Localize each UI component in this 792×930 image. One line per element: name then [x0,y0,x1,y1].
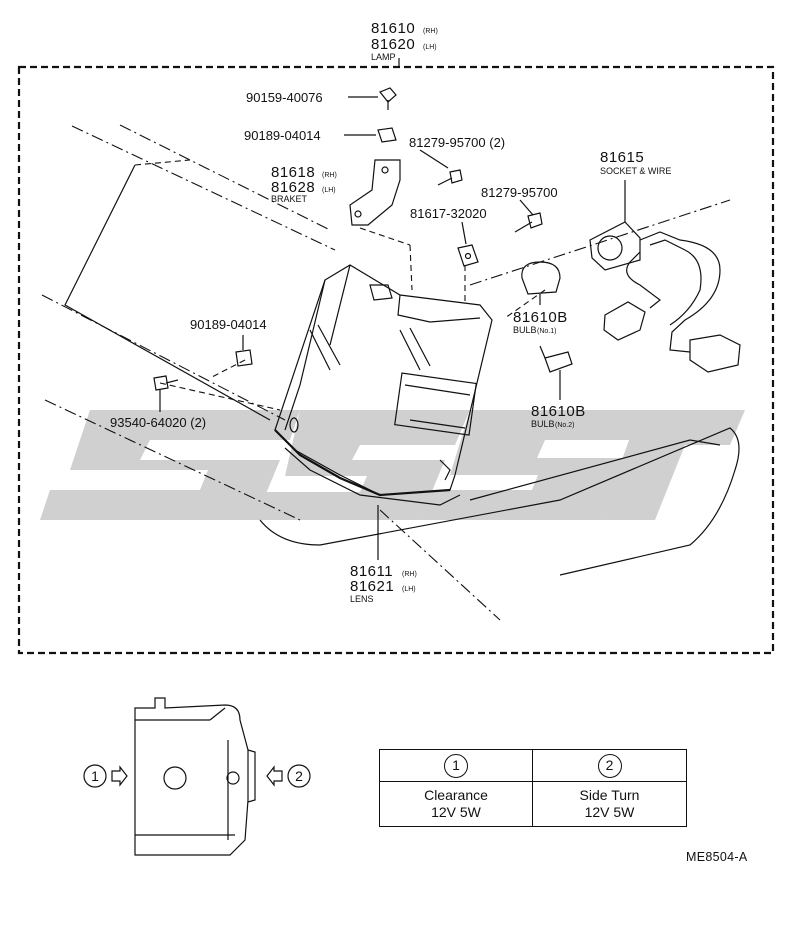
bulb2-part: 81610B [531,403,586,420]
table-header-2: 2 [533,750,686,782]
body-line [44,399,301,521]
callout-90189-04014-left: 90189-04014 [190,317,267,332]
leader [359,227,411,246]
marker-1-circle [83,764,107,788]
bracket-lh-part: 81628 [271,179,315,196]
marker-2-label: 2 [295,768,303,784]
header-2-marker: 2 [597,753,622,778]
callout-81617-32020: 81617-32020 [410,206,487,221]
bracket-icon [349,159,401,226]
arrow-right-icon [111,765,128,787]
lens-rh-part: 81611 [350,563,393,580]
lamp-part-lh: 81620 [371,36,415,53]
diagram-code: ME8504-A [686,850,748,864]
screw-icon [153,375,179,391]
screw-icon [514,212,543,233]
callout-90189-04014-top: 90189-04014 [244,128,321,143]
lens-lh-tag: (LH) [402,586,416,593]
socket-wire-icon [589,221,741,373]
lens-lh-part: 81621 [350,578,394,595]
callout-93540-64020-2: 93540-64020 (2) [110,415,206,430]
callout-81279-95700-2: 81279-95700 (2) [409,135,505,150]
leader [159,382,281,411]
body-line [71,125,336,251]
bulb1-part: 81610B [513,309,568,326]
body-line [134,159,191,166]
bulb-2-type: Side Turn [579,787,640,803]
arrow-left-icon [266,765,283,787]
table-header-1: 1 [380,750,533,782]
lamp-name: LAMP [371,52,396,62]
clip-nut-icon [377,127,397,143]
lamp-part-rh: 81610 [371,20,415,37]
bulb-1-icon [521,261,561,305]
bulb-2-spec: 12V 5W [584,804,635,820]
bulb-1-spec: 12V 5W [431,804,481,820]
callout-90159-40076: 90159-40076 [246,90,323,105]
screw-icon [437,169,463,186]
leader [209,359,246,379]
body-line [119,124,331,231]
clip-nut-icon [235,349,253,367]
marker-2-circle [287,764,311,788]
bumper-outline [259,427,740,576]
body-line [379,509,501,621]
callout-81279-95700: 81279-95700 [481,185,558,200]
bracket-lh-tag: (LH) [322,187,336,194]
bumper-inner [469,439,721,501]
lens-name: LENS [350,594,374,604]
bulb2-name: BULB [531,419,555,429]
clip-icon [457,244,479,267]
bracket-rh-tag: (RH) [322,172,337,179]
marker-1-label: 1 [91,768,99,784]
bulb-1-type: Clearance [424,787,488,803]
bolt-icon [379,87,397,110]
lens-rh-tag: (RH) [402,571,417,578]
leader [461,221,467,245]
lamp-frame [17,65,775,655]
leader [409,244,413,291]
bracket-name: BRAKET [271,194,308,204]
table-cell-1: Clearance 12V 5W [380,782,533,826]
leader [504,289,546,319]
lamp-side-view [134,697,256,856]
bracket-rh-part: 81618 [271,164,315,181]
table-cell-2: Side Turn 12V 5W [533,782,686,826]
socket-name: SOCKET & WIRE [600,166,671,176]
lamp-rh-tag: (RH) [423,28,438,35]
lamp-lh-tag: (LH) [423,44,437,51]
bulb1-tag: (No.1) [537,328,556,335]
body-line [469,199,731,286]
body-line [41,294,286,421]
bulb2-tag: (No.2) [555,422,574,429]
lamp-housing [274,264,493,506]
socket-part: 81615 [600,149,644,166]
leader [539,345,546,359]
bulb-spec-table: 1 2 Clearance 12V 5W Side Turn 12V 5W [379,749,687,827]
header-1-marker: 1 [444,753,468,778]
bulb1-name: BULB [513,325,537,335]
body-line [64,164,271,421]
bulb-2-icon [544,351,573,400]
leader [419,149,449,169]
leader [519,199,534,216]
